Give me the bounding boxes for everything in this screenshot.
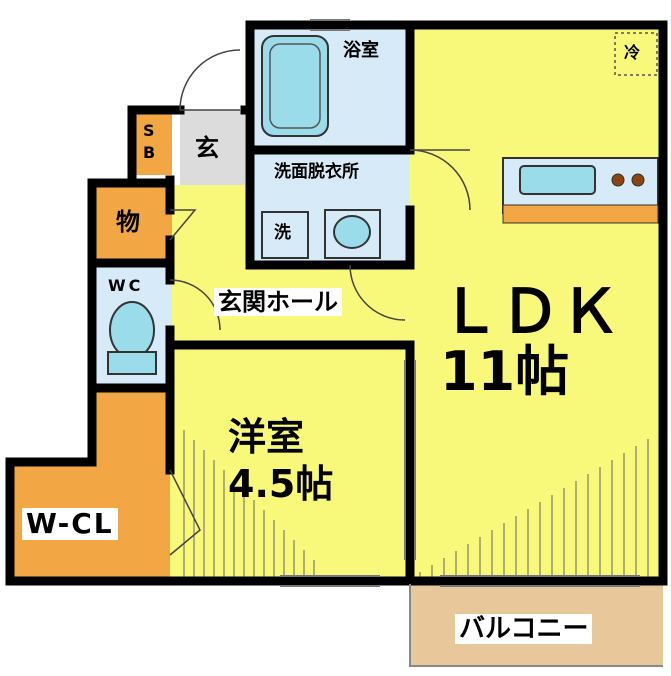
- washing-machine-label: 洗: [274, 223, 291, 243]
- balcony-label: バルコニー: [455, 614, 593, 644]
- hall-label: 玄関ホール: [214, 288, 342, 316]
- stove-burner-right: [631, 173, 645, 187]
- western-room-size-label: 4.5帖: [228, 462, 334, 506]
- ldk-size-label: 11帖: [440, 340, 570, 403]
- balcony-outline: [409, 584, 663, 667]
- shoe-box-label: SB: [143, 121, 156, 162]
- storage-label: 物: [116, 208, 140, 236]
- bathtub: [261, 35, 329, 137]
- western-room-name-label: 洋室: [228, 415, 305, 459]
- washing-machine: [261, 211, 309, 259]
- toilet-bowl: [109, 301, 155, 359]
- entrance-label: 玄: [195, 134, 219, 162]
- refrigerator-label: 冷: [624, 43, 641, 62]
- washbasin-bowl: [333, 215, 371, 249]
- western-room: [170, 345, 410, 581]
- toilet-tank: [107, 351, 157, 375]
- walk-in-closet-label: W-CL: [22, 508, 118, 540]
- washroom-label: 洗面脱衣所: [274, 162, 359, 182]
- ldk-name-label: ＬＤＫ: [440, 277, 620, 347]
- bathroom-label: 浴室: [343, 40, 379, 61]
- bathtub-inner: [269, 43, 321, 129]
- kitchen-counter-edge: [502, 204, 659, 224]
- stove-burner-left: [611, 173, 625, 187]
- doors: [169, 49, 471, 556]
- walls: [5, 20, 668, 586]
- shoe-box-room: [132, 110, 172, 175]
- kitchen-sink: [519, 165, 596, 195]
- western-room-floor-hatching: [183, 430, 315, 581]
- storage-room: [92, 183, 172, 263]
- toilet-label: WC: [108, 276, 144, 295]
- ldk-floor-hatching: [419, 439, 649, 581]
- refrigerator-space: [614, 32, 658, 76]
- entrance-room: [180, 110, 245, 185]
- ldk-room: [410, 25, 663, 581]
- windows: [280, 19, 640, 587]
